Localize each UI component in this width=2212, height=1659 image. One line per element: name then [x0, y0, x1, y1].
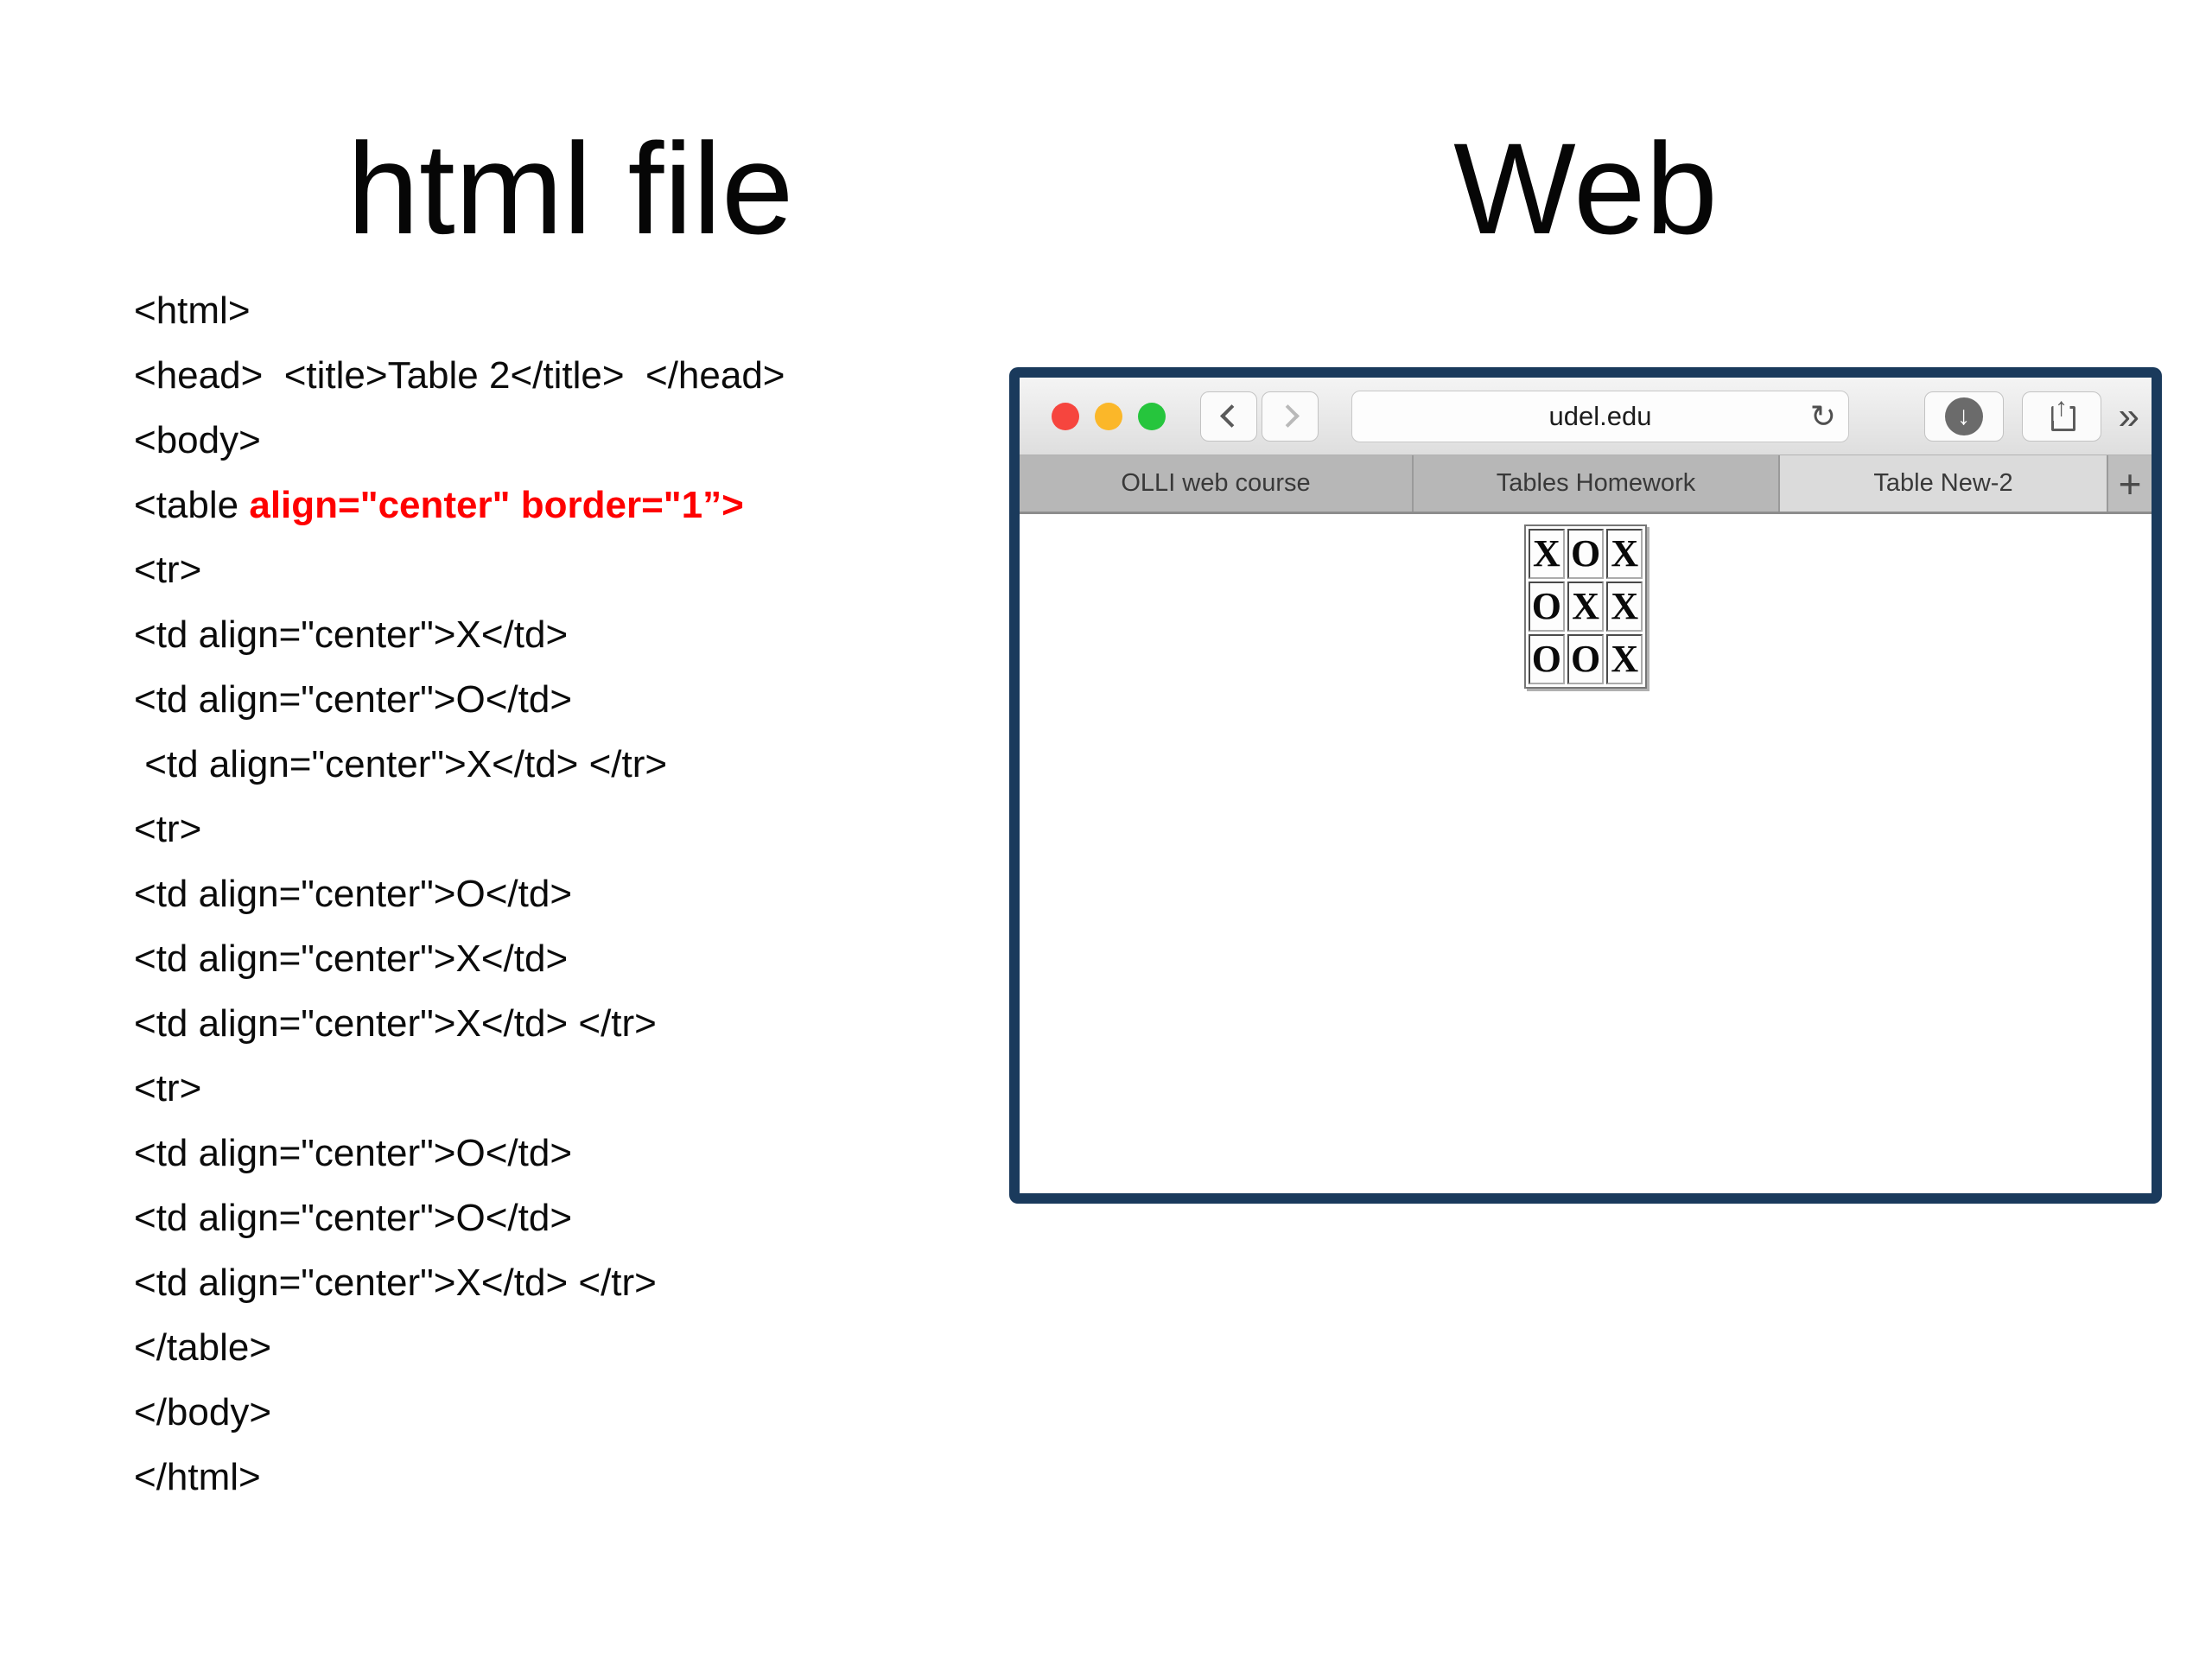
code-line: <body> [134, 419, 261, 461]
chevron-right-icon [1275, 404, 1300, 428]
code-line: <head> <title>Table 2</title> </head> [134, 354, 785, 397]
left-title: html file [346, 116, 794, 261]
new-tab-button[interactable]: + [2108, 455, 2152, 512]
toolbar-right-group: ↓ ↑ » [1906, 391, 2152, 442]
download-button[interactable]: ↓ [1923, 391, 2004, 442]
chevron-left-icon [1219, 404, 1243, 428]
tab[interactable]: Table New-2 [1780, 455, 2108, 512]
right-title: Web [1453, 116, 1718, 261]
code-line: <tr> [134, 1067, 202, 1109]
table-cell: X [1528, 529, 1565, 579]
code-line: <td align="center">O</td> [134, 873, 573, 915]
download-icon: ↓ [1944, 397, 1983, 435]
traffic-light-minimize[interactable] [1095, 402, 1122, 430]
table-cell: O [1528, 582, 1565, 632]
code-line: <td align="center">O</td> [134, 678, 573, 721]
tab[interactable]: Tables Homework [1414, 455, 1780, 512]
tab[interactable]: OLLI web course [1020, 455, 1414, 512]
share-icon: ↑ [2050, 394, 2075, 432]
code-line: </table> [134, 1326, 272, 1369]
code-block: <html> <head> <title>Table 2</title> </he… [134, 278, 1015, 1510]
code-line: <td align="center">X</td> [134, 938, 569, 980]
table-cell: X [1606, 529, 1643, 579]
code-highlight: align="center" border="1”> [249, 484, 744, 526]
code-line: <td align="center">X</td> </tr> [134, 1002, 657, 1045]
code-line: </body> [134, 1391, 272, 1433]
forward-button[interactable] [1262, 391, 1319, 442]
code-line: <td align="center">X</td> </tr> [134, 1262, 657, 1304]
table-cell: O [1567, 529, 1605, 579]
table-cell: X [1606, 634, 1643, 684]
code-line: <td align="center">X</td> [134, 613, 569, 656]
code-line: <td align="center">X</td> </tr> [134, 743, 668, 785]
code-line: <td align="center">O</td> [134, 1132, 573, 1174]
url-text: udel.edu [1548, 400, 1652, 431]
table-cell: X [1567, 582, 1605, 632]
refresh-icon[interactable]: ↻ [1809, 397, 1836, 434]
code-line: <td align="center">O</td> [134, 1197, 573, 1239]
table-cell: O [1567, 634, 1605, 684]
code-line: </html> [134, 1456, 261, 1498]
toolbar-overflow-button[interactable]: » [2118, 394, 2139, 437]
browser-toolbar: udel.edu ↻ ↓ ↑ » [1020, 378, 2152, 455]
code-line: <tr> [134, 808, 202, 850]
traffic-light-zoom[interactable] [1138, 402, 1166, 430]
code-line: <table align="center" border="1”> [134, 484, 744, 526]
code-line: <html> [134, 289, 251, 332]
table-cell: X [1606, 582, 1643, 632]
traffic-lights [1052, 402, 1181, 430]
code-line: <tr> [134, 549, 202, 591]
traffic-light-close[interactable] [1052, 402, 1079, 430]
browser-window: udel.edu ↻ ↓ ↑ » OLLI web co [1009, 367, 2162, 1204]
table-cell: O [1528, 634, 1565, 684]
download-arrow-icon: ↓ [1957, 401, 1971, 430]
back-button[interactable] [1200, 391, 1257, 442]
address-bar[interactable]: udel.edu ↻ [1351, 390, 1849, 442]
share-button[interactable]: ↑ [2021, 391, 2101, 442]
